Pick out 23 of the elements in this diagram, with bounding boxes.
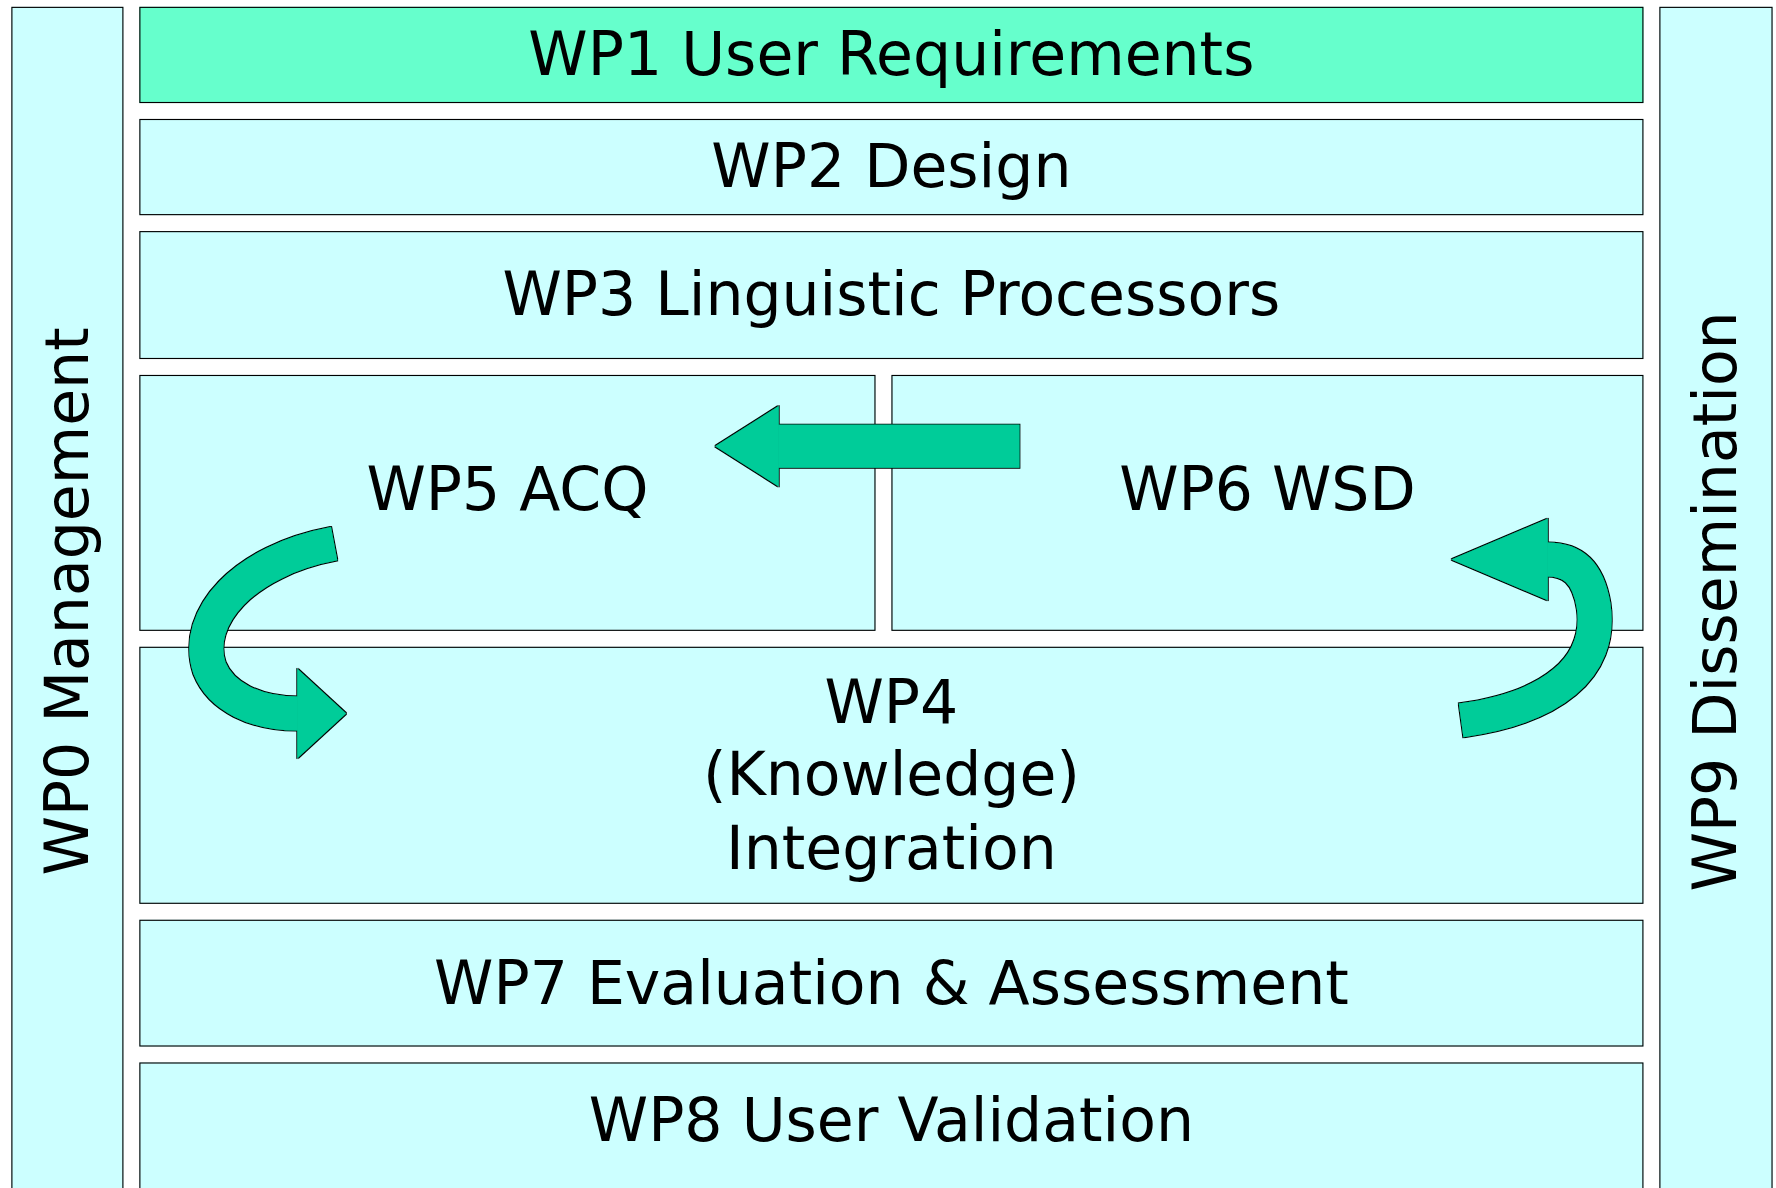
work-package-label: WP1 User Requirements — [528, 18, 1255, 91]
block-arrow — [189, 527, 346, 759]
work-package-label: WP8 User Validation — [588, 1083, 1194, 1156]
work-package-box — [1659, 6, 1773, 1188]
work-package-box — [139, 231, 1644, 360]
block-arrow — [715, 406, 1020, 487]
work-package-box — [891, 374, 1644, 631]
work-package-label: WP7 Evaluation & Assessment — [434, 946, 1349, 1019]
work-package-box — [139, 1062, 1644, 1188]
work-package-label: WP4 (Knowledge) Integration — [701, 665, 1081, 885]
work-package-label: WP0 Management — [30, 327, 102, 876]
work-package-label: WP5 ACQ — [366, 452, 649, 525]
work-package-label: WP9 Dissemination — [1679, 311, 1751, 892]
work-package-box — [139, 646, 1644, 904]
work-package-box — [139, 919, 1644, 1047]
work-package-box — [139, 374, 876, 631]
work-package-box — [11, 6, 124, 1188]
work-package-label: WP6 WSD — [1119, 452, 1416, 525]
work-package-label: WP2 Design — [711, 130, 1072, 203]
block-arrow — [1451, 518, 1612, 738]
work-package-box — [139, 118, 1644, 216]
work-package-label: WP3 Linguistic Processors — [502, 258, 1281, 331]
work-package-box — [139, 6, 1644, 104]
